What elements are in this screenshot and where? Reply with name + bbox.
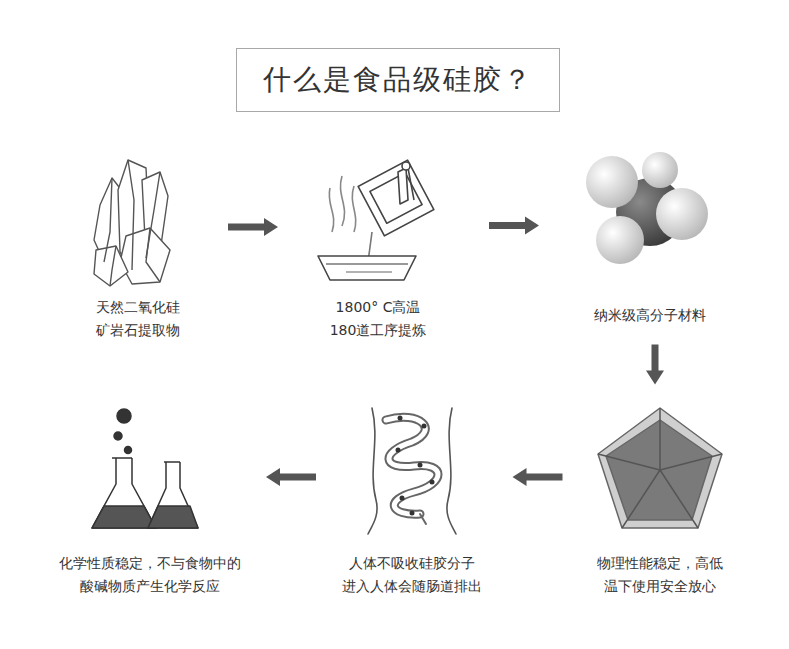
step-caption: 物理性能稳定，高低 温下使用安全放心 bbox=[585, 552, 735, 598]
performance-pentagon-icon bbox=[598, 408, 722, 528]
step-caption: 化学性质稳定，不与食物中的 酸碱物质产生化学反应 bbox=[52, 552, 248, 598]
flow-arrow bbox=[266, 468, 316, 486]
flask-icon bbox=[92, 409, 198, 528]
flow-arrow bbox=[646, 345, 664, 385]
intestine-icon bbox=[368, 408, 456, 534]
title-box: 什么是食品级硅胶？ bbox=[236, 48, 560, 112]
process-step: 纳米级高分子材料 bbox=[584, 144, 716, 327]
flow-arrow bbox=[228, 218, 278, 236]
process-step: 人体不吸收硅胶分子 进入人体会随肠道排出 bbox=[334, 402, 490, 598]
process-step: 物理性能稳定，高低 温下使用安全放心 bbox=[585, 402, 735, 598]
crystal-icon bbox=[94, 160, 170, 286]
molecule-icon bbox=[586, 152, 708, 264]
step-caption: 人体不吸收硅胶分子 进入人体会随肠道排出 bbox=[334, 552, 490, 598]
flow-arrow bbox=[489, 217, 539, 235]
flow-arrow bbox=[513, 468, 563, 486]
process-step: 天然二氧化硅 矿岩石提取物 bbox=[82, 158, 194, 342]
smelting-icon bbox=[318, 160, 434, 280]
process-step: 化学性质稳定，不与食物中的 酸碱物质产生化学反应 bbox=[52, 402, 248, 598]
step-caption: 1800° C高温 180道工序提炼 bbox=[312, 296, 444, 342]
process-step: 1800° C高温 180道工序提炼 bbox=[312, 158, 444, 342]
step-caption: 纳米级高分子材料 bbox=[584, 304, 716, 327]
step-caption: 天然二氧化硅 矿岩石提取物 bbox=[82, 296, 194, 342]
